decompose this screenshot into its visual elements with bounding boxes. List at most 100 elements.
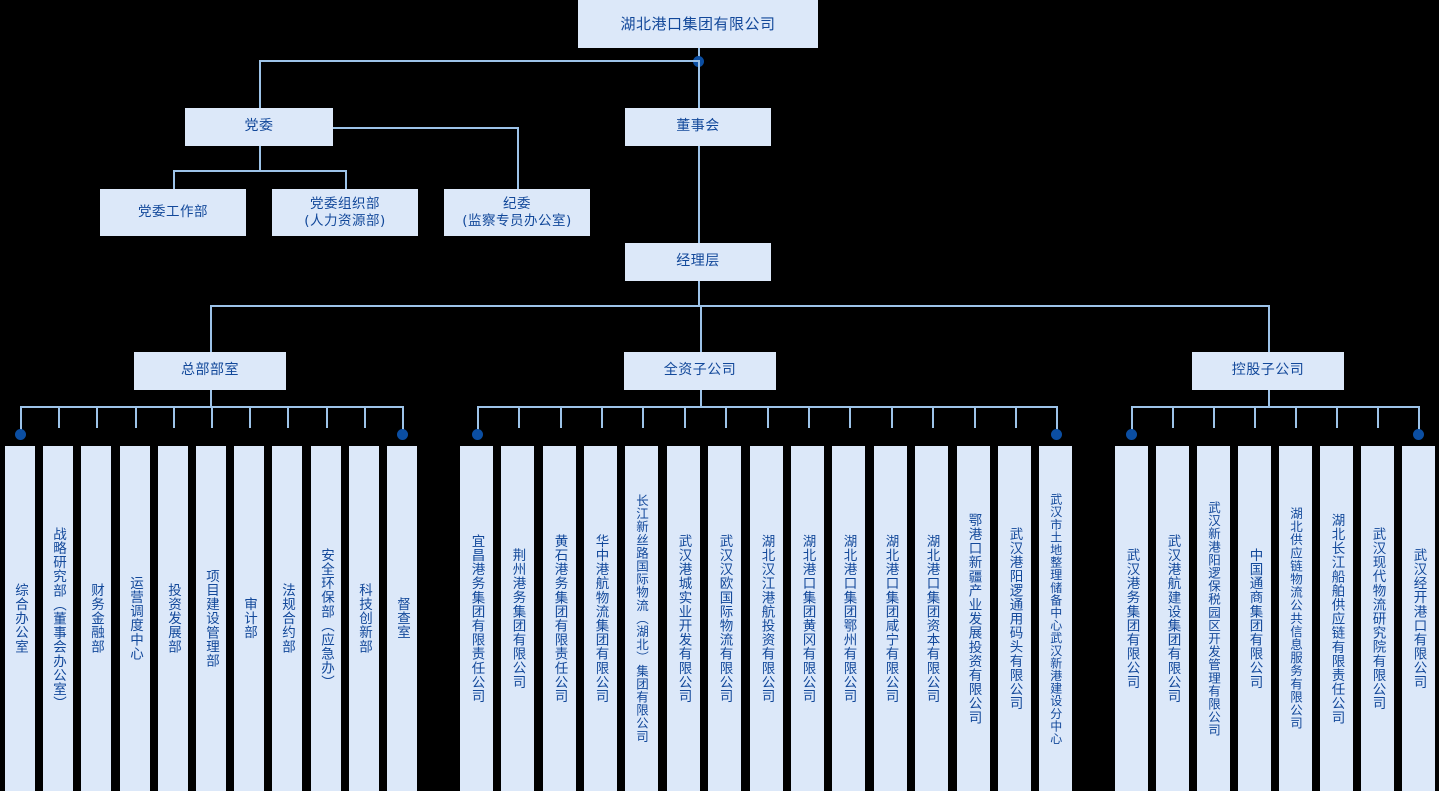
node-wholly-owned-14[interactable]: 武汉市土地整理储备中心武汉新港建设分中心 bbox=[1039, 446, 1072, 791]
node-hq-dept-4[interactable]: 投资发展部 bbox=[158, 446, 188, 791]
connector-category-stem-1 bbox=[700, 390, 702, 406]
node-hq-dept-6[interactable]: 审计部 bbox=[234, 446, 264, 791]
connector-drop-hq-dept-6 bbox=[249, 406, 251, 428]
connector-drop-wholly-owned-0 bbox=[477, 406, 479, 434]
connector-drop-wholly-owned-8 bbox=[808, 406, 810, 428]
node-holding-6[interactable]: 武汉现代物流研究院有限公司 bbox=[1361, 446, 1394, 791]
connector-drop-wholly-owned-1 bbox=[518, 406, 520, 428]
connector-to-category-0 bbox=[210, 305, 212, 352]
connector-bus-level2 bbox=[259, 60, 698, 62]
node-wholly-owned-11[interactable]: 湖北港口集团资本有限公司 bbox=[915, 446, 948, 791]
connector-drop-wholly-owned-7 bbox=[767, 406, 769, 428]
connector-drop-hq-dept-8 bbox=[326, 406, 328, 428]
connector-dot-wholly-owned-start bbox=[471, 428, 483, 440]
connector-drop-wholly-owned-9 bbox=[849, 406, 851, 428]
connector-party-stem bbox=[259, 146, 261, 170]
node-wholly-owned-12[interactable]: 鄂港口新疆产业发展投资有限公司 bbox=[957, 446, 990, 791]
node-wholly-owned-1[interactable]: 荆州港务集团有限公司 bbox=[501, 446, 534, 791]
node-holding-2[interactable]: 武汉新港阳逻保税园区开发管理有限公司 bbox=[1197, 446, 1230, 791]
connector-bus-party-children bbox=[173, 170, 345, 172]
node-board-of-directors[interactable]: 董事会 bbox=[625, 108, 771, 146]
node-hq-dept-5[interactable]: 项目建设管理部 bbox=[196, 446, 226, 791]
connector-dot-hq-dept-end bbox=[396, 428, 408, 440]
node-category-holding[interactable]: 控股子公司 bbox=[1192, 352, 1344, 390]
node-wholly-owned-0[interactable]: 宜昌港务集团有限责任公司 bbox=[460, 446, 493, 791]
connector-drop-hq-dept-5 bbox=[211, 406, 213, 428]
node-management-level[interactable]: 经理层 bbox=[625, 243, 771, 281]
connector-drop-holding-2 bbox=[1213, 406, 1215, 428]
connector-drop-hq-dept-10 bbox=[402, 406, 404, 434]
connector-drop-holding-3 bbox=[1254, 406, 1256, 428]
connector-to-board bbox=[698, 60, 700, 108]
connector-category-stem-2 bbox=[1268, 390, 1270, 406]
connector-drop-hq-dept-1 bbox=[58, 406, 60, 428]
node-wholly-owned-13[interactable]: 武汉港阳逻通用码头有限公司 bbox=[998, 446, 1031, 791]
connector-drop-wholly-owned-4 bbox=[642, 406, 644, 428]
connector-drop-hq-dept-3 bbox=[135, 406, 137, 428]
node-party-organization-department[interactable]: 党委组织部 (人力资源部) bbox=[272, 189, 418, 236]
connector-drop-wholly-owned-14 bbox=[1056, 406, 1058, 434]
connector-drop-holding-5 bbox=[1336, 406, 1338, 428]
node-wholly-owned-3[interactable]: 华中港航物流集团有限公司 bbox=[584, 446, 617, 791]
node-wholly-owned-4[interactable]: 长江新丝路国际物流（湖北）集团有限公司 bbox=[625, 446, 658, 791]
connector-dot-holding-start bbox=[1125, 428, 1137, 440]
connector-drop-holding-7 bbox=[1418, 406, 1420, 434]
node-discipline-inspection-commission[interactable]: 纪委 (监察专员办公室) bbox=[444, 189, 590, 236]
connector-drop-wholly-owned-11 bbox=[932, 406, 934, 428]
connector-bus-categories bbox=[210, 305, 1268, 307]
node-category-wholly-owned[interactable]: 全资子公司 bbox=[624, 352, 776, 390]
connector-drop-holding-1 bbox=[1172, 406, 1174, 428]
connector-dot-hq-dept-start bbox=[14, 428, 26, 440]
node-holding-3[interactable]: 中国通商集团有限公司 bbox=[1238, 446, 1271, 791]
connector-board-to-management bbox=[698, 146, 700, 243]
node-root-company[interactable]: 湖北港口集团有限公司 bbox=[578, 0, 818, 48]
connector-management-stem bbox=[698, 281, 700, 305]
node-wholly-owned-5[interactable]: 武汉港城实业开发有限公司 bbox=[667, 446, 700, 791]
connector-bus-holding bbox=[1131, 406, 1418, 408]
connector-drop-hq-dept-9 bbox=[364, 406, 366, 428]
connector-root-stem bbox=[698, 48, 700, 60]
connector-to-category-2 bbox=[1268, 305, 1270, 352]
node-wholly-owned-8[interactable]: 湖北港口集团黄冈有限公司 bbox=[791, 446, 824, 791]
node-wholly-owned-2[interactable]: 黄石港务集团有限责任公司 bbox=[543, 446, 576, 791]
node-hq-dept-9[interactable]: 科技创新部 bbox=[349, 446, 379, 791]
connector-drop-holding-4 bbox=[1295, 406, 1297, 428]
node-hq-dept-3[interactable]: 运营调度中心 bbox=[120, 446, 150, 791]
connector-category-stem-0 bbox=[210, 390, 212, 406]
node-hq-dept-1[interactable]: 战略研究部（董事会办公室） bbox=[43, 446, 73, 791]
connector-to-party-work-dept bbox=[173, 170, 175, 189]
node-holding-5[interactable]: 湖北长江船舶供应链有限责任公司 bbox=[1320, 446, 1353, 791]
connector-dot-holding-end bbox=[1412, 428, 1424, 440]
node-hq-dept-7[interactable]: 法规合约部 bbox=[272, 446, 302, 791]
node-hq-dept-10[interactable]: 督查室 bbox=[387, 446, 417, 791]
node-hq-dept-0[interactable]: 综合办公室 bbox=[5, 446, 35, 791]
connector-drop-wholly-owned-6 bbox=[725, 406, 727, 428]
connector-to-category-1 bbox=[700, 305, 702, 352]
node-wholly-owned-9[interactable]: 湖北港口集团鄂州有限公司 bbox=[832, 446, 865, 791]
node-holding-0[interactable]: 武汉港务集团有限公司 bbox=[1115, 446, 1148, 791]
node-hq-dept-8[interactable]: 安全环保部（应急办） bbox=[311, 446, 341, 791]
connector-to-party-org-dept bbox=[345, 170, 347, 189]
node-party-work-department[interactable]: 党委工作部 bbox=[100, 189, 246, 236]
node-wholly-owned-6[interactable]: 武汉汉欧国际物流有限公司 bbox=[708, 446, 741, 791]
node-holding-4[interactable]: 湖北供应链物流公共信息服务有限公司 bbox=[1279, 446, 1312, 791]
node-holding-7[interactable]: 武汉经开港口有限公司 bbox=[1402, 446, 1435, 791]
connector-drop-wholly-owned-10 bbox=[891, 406, 893, 428]
node-wholly-owned-10[interactable]: 湖北港口集团咸宁有限公司 bbox=[874, 446, 907, 791]
connector-drop-hq-dept-7 bbox=[287, 406, 289, 428]
connector-drop-wholly-owned-5 bbox=[684, 406, 686, 428]
connector-drop-holding-0 bbox=[1131, 406, 1133, 434]
connector-party-to-discipline bbox=[333, 127, 517, 129]
node-party-committee[interactable]: 党委 bbox=[185, 108, 333, 146]
node-hq-dept-2[interactable]: 财务金融部 bbox=[81, 446, 111, 791]
node-category-hq-departments[interactable]: 总部部室 bbox=[134, 352, 286, 390]
node-wholly-owned-7[interactable]: 湖北汉江港航投资有限公司 bbox=[750, 446, 783, 791]
node-holding-1[interactable]: 武汉港航建设集团有限公司 bbox=[1156, 446, 1189, 791]
connector-drop-wholly-owned-12 bbox=[974, 406, 976, 428]
connector-bus-wholly-owned bbox=[477, 406, 1056, 408]
connector-drop-hq-dept-0 bbox=[20, 406, 22, 434]
connector-to-discipline bbox=[517, 127, 519, 189]
connector-drop-hq-dept-4 bbox=[173, 406, 175, 428]
connector-drop-wholly-owned-3 bbox=[601, 406, 603, 428]
